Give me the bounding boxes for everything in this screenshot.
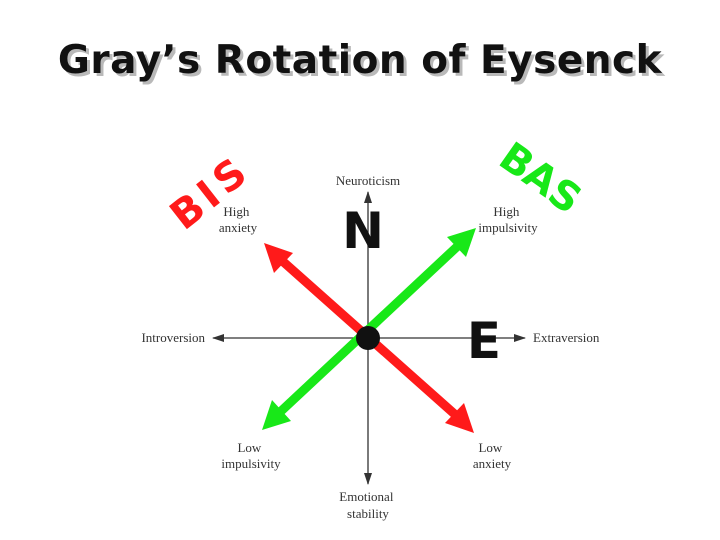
slide-title: Gray’s Rotation of Eysenck bbox=[57, 38, 663, 83]
axis-label-neuroticism: Neuroticism bbox=[336, 173, 400, 188]
center-point bbox=[356, 326, 380, 350]
axis-label-extraversion: Extraversion bbox=[533, 330, 600, 345]
label-low-impulsivity: Low impulsivity bbox=[221, 440, 281, 471]
bis-arrowhead-upper bbox=[264, 243, 293, 273]
label-low-anxiety: Low anxiety bbox=[473, 440, 512, 471]
axis-label-emotional-stability: Emotional stability bbox=[339, 489, 396, 521]
letter-e: E bbox=[467, 312, 501, 370]
label-high-impulsivity: High impulsivity bbox=[478, 204, 538, 235]
bas-arrowhead-lower bbox=[262, 400, 291, 430]
bis-arrowhead-lower bbox=[445, 403, 474, 433]
label-high-anxiety: High anxiety bbox=[219, 204, 258, 235]
letter-n: N bbox=[342, 202, 384, 260]
axis-label-introversion: Introversion bbox=[141, 330, 205, 345]
bas-arrowhead-upper bbox=[447, 228, 476, 257]
